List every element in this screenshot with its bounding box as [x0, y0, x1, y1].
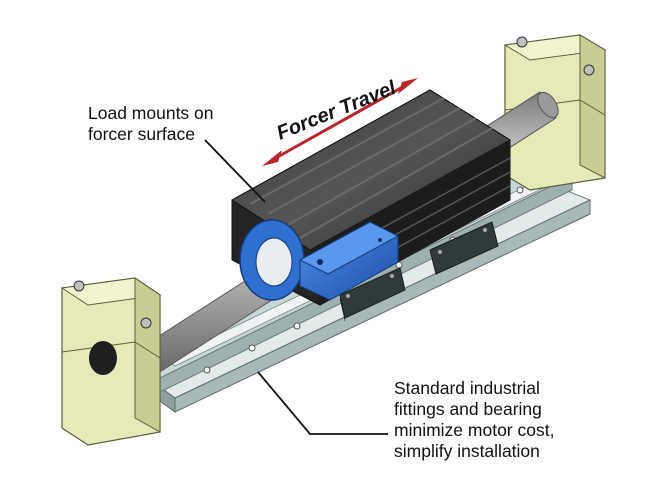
- callout-line: simplify installation: [394, 441, 540, 461]
- bearing-blocks: [339, 221, 499, 322]
- callout-line: Load mounts on: [88, 103, 214, 123]
- load-mounts-callout: Load mounts on forcer surface: [88, 103, 214, 145]
- fittings-callout-leader: [257, 371, 388, 435]
- connector-block: [298, 221, 400, 301]
- left-end-block: [60, 277, 162, 446]
- standard-fittings-callout: Standard industrial fittings and bearing…: [394, 378, 554, 462]
- forcer-travel-arrow: [262, 78, 418, 166]
- forcer-end-cap: [239, 219, 305, 301]
- callout-line: Standard industrial: [394, 378, 540, 398]
- callout-line: forcer surface: [88, 124, 195, 144]
- callout-line: minimize motor cost,: [394, 420, 555, 440]
- load-callout-leader: [204, 139, 266, 203]
- callout-line: fittings and bearing: [394, 399, 542, 419]
